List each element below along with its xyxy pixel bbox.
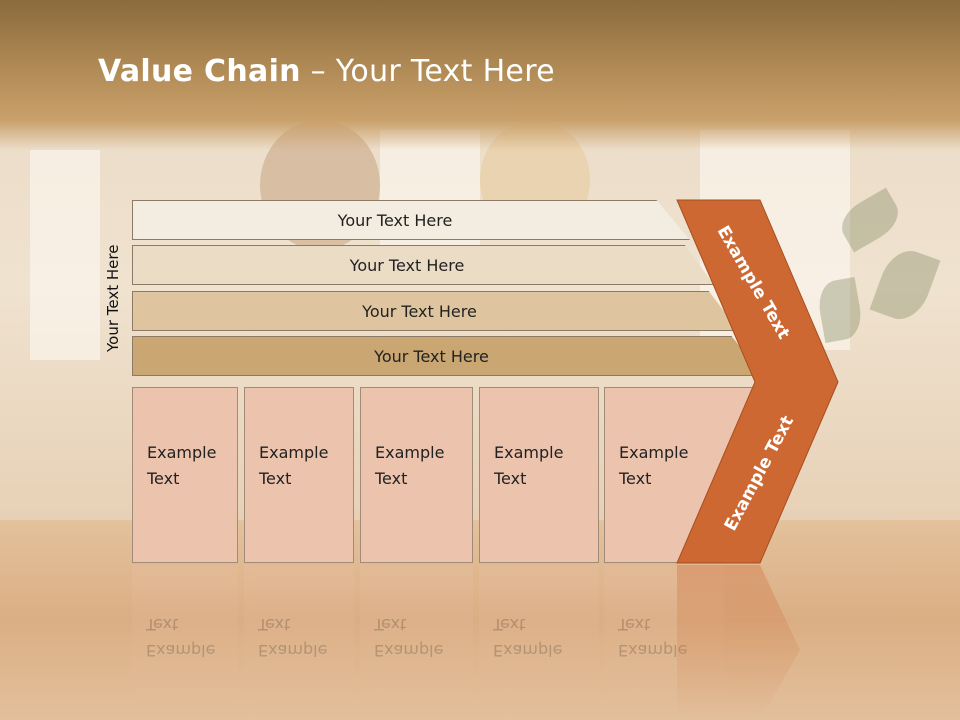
- page-title: Value Chain – Your Text Here: [98, 54, 555, 89]
- box-text: Text: [375, 469, 408, 488]
- box-text: Example: [259, 443, 329, 462]
- value-chain-row-3: Your Text Here: [132, 291, 739, 331]
- box-text: Text: [147, 469, 180, 488]
- value-chain-row-4: Your Text Here: [132, 336, 763, 376]
- row-label: Your Text Here: [374, 346, 489, 366]
- box-text: Example: [147, 443, 217, 462]
- box-text: Text: [494, 469, 527, 488]
- box-text: Example: [494, 443, 564, 462]
- title-bar: [0, 0, 960, 150]
- value-chain-row-1: Your Text Here: [132, 200, 690, 240]
- value-chain-row-2: Your Text Here: [132, 245, 714, 285]
- chevron-reflection: [677, 565, 800, 720]
- row-label: Your Text Here: [362, 301, 477, 321]
- row-label: Your Text Here: [337, 210, 453, 230]
- row-label: Your Text Here: [349, 255, 465, 275]
- chevron-shape: [676, 199, 839, 564]
- box-text: Example: [375, 443, 445, 462]
- box-text: Text: [619, 469, 652, 488]
- box-text: Example: [619, 443, 689, 462]
- window: [30, 150, 100, 360]
- box-text: Text: [259, 469, 292, 488]
